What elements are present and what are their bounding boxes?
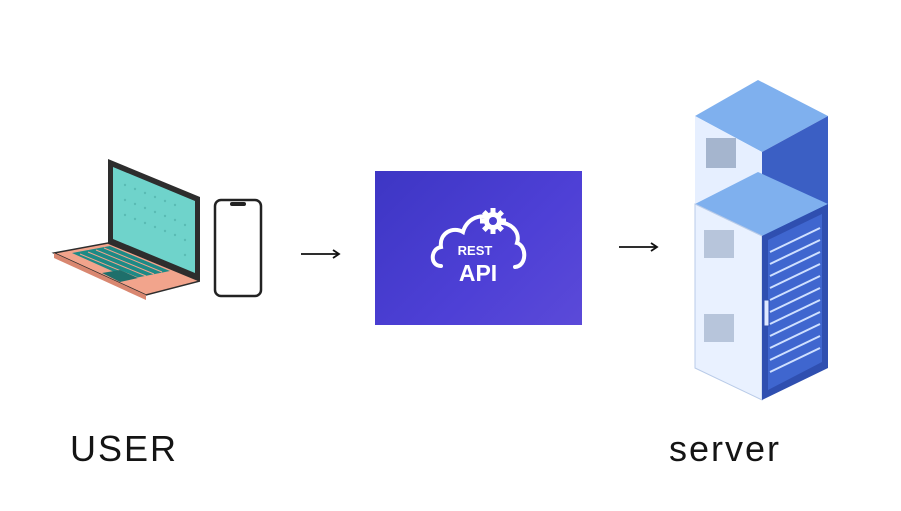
cloud-gear-icon: REST API xyxy=(430,208,527,286)
user-label: USER xyxy=(70,428,179,469)
rest-label: REST xyxy=(458,243,493,258)
arrow-right-icon xyxy=(301,249,341,259)
api-label: API xyxy=(459,260,497,286)
server-label: server xyxy=(669,428,782,469)
arrow-right-icon xyxy=(619,242,659,252)
laptop-icon xyxy=(51,159,200,300)
smartphone-icon xyxy=(213,198,263,298)
server-rack-icon xyxy=(694,172,828,401)
rest-api-node: REST API xyxy=(375,171,582,325)
